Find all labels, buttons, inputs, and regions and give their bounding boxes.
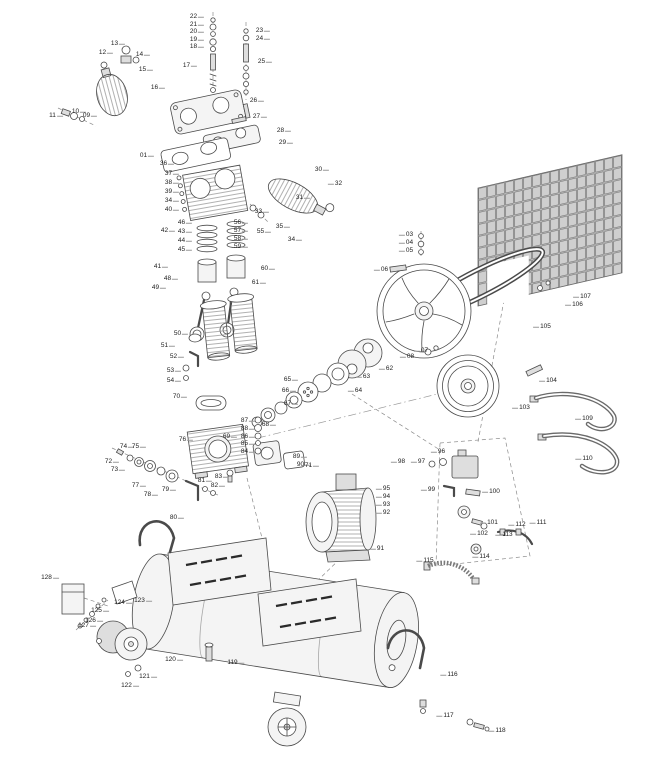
motor-foot [325, 549, 371, 563]
axle-bolt [204, 642, 214, 662]
drain-cock [419, 699, 427, 714]
head-bolt-stack-b [242, 28, 250, 95]
flywheel [376, 263, 472, 359]
motor [305, 473, 377, 563]
fin-block-bolt [537, 285, 543, 291]
crankcase-cover [252, 440, 282, 466]
motor-pulley [436, 354, 544, 418]
crankcase-gasket [195, 395, 227, 411]
piston-rings [196, 220, 246, 253]
block-nut [257, 211, 265, 219]
flywheel-washer [424, 348, 432, 356]
motor-terminal-box [335, 473, 357, 491]
flywheel-nut [433, 345, 439, 351]
seal-washers [254, 416, 262, 455]
oil-fittings [182, 333, 227, 411]
nipple [465, 488, 481, 497]
pressure-switch [451, 455, 479, 479]
right-handle [386, 629, 426, 670]
air-filter [267, 178, 335, 216]
cylinder-block [176, 164, 249, 221]
cover-gasket [282, 450, 306, 470]
left-handle [138, 520, 176, 554]
tension-bolt [389, 264, 407, 273]
pistons [197, 254, 246, 283]
breather [226, 469, 234, 483]
pulley-key [525, 364, 544, 377]
mounting-platforms [167, 537, 362, 647]
pressure-switch-group [428, 437, 534, 567]
wheel-washers [125, 664, 142, 677]
head-bolt-stack-a [209, 17, 217, 93]
fin-block-washer [545, 280, 551, 286]
mount-bolts [77, 597, 107, 629]
crankcase [186, 423, 249, 479]
crankshaft-group [251, 233, 439, 428]
sight-glass-group [115, 448, 216, 502]
outlet-valve [466, 718, 490, 732]
mount-plate [111, 580, 138, 605]
head-gasket [160, 137, 231, 173]
drain-valve [60, 108, 85, 122]
elbow-fitting [442, 484, 456, 498]
unloader-fitting [120, 45, 140, 64]
block-stud [249, 204, 257, 212]
right-hoses [529, 391, 620, 475]
unloader-tube [184, 479, 200, 502]
braided-hose [423, 560, 480, 585]
cylinder-sleeves [199, 293, 258, 361]
left-wheels [96, 620, 148, 661]
cylinder-head [170, 89, 251, 135]
right-wheel [267, 691, 307, 747]
filter-box [61, 583, 85, 615]
finned-cap [96, 61, 128, 117]
